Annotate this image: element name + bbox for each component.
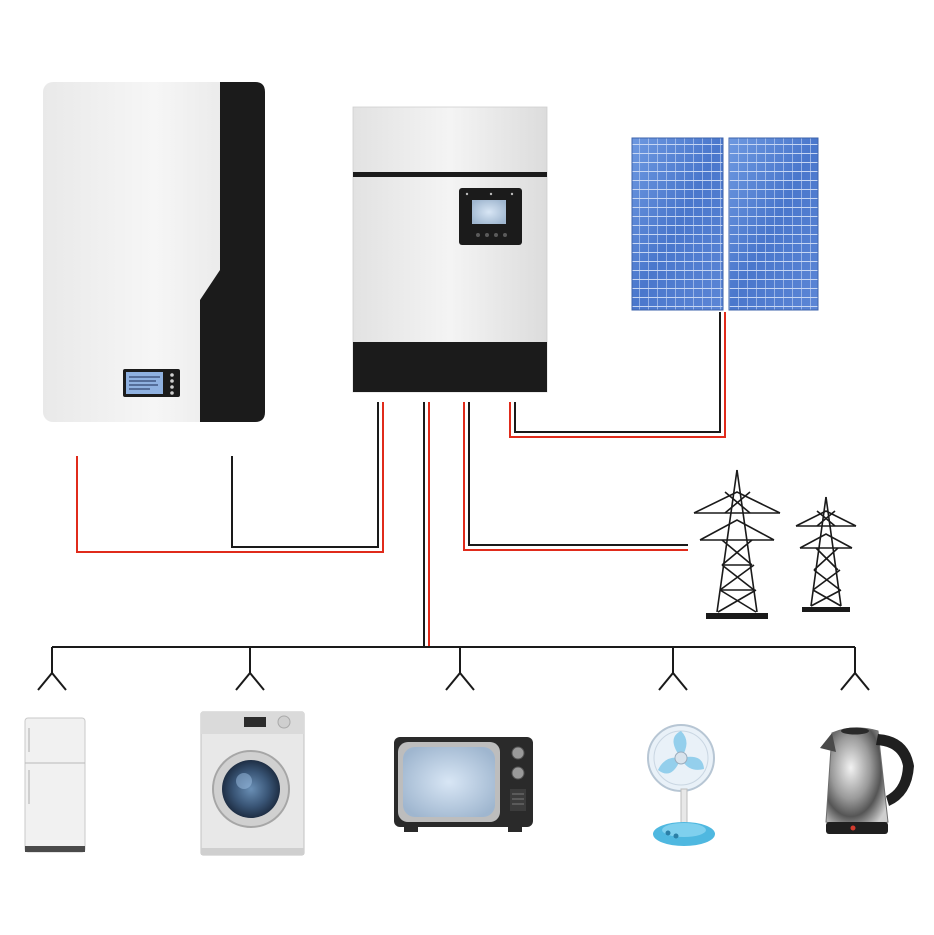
inverter-display bbox=[459, 188, 522, 245]
power-tower-large bbox=[693, 469, 781, 619]
grid-wires bbox=[463, 402, 688, 551]
television-icon bbox=[394, 737, 533, 832]
solar-wires bbox=[509, 312, 726, 438]
electric-kettle-icon bbox=[820, 727, 914, 834]
wall-battery-icon bbox=[43, 82, 265, 422]
power-tower-small bbox=[795, 496, 857, 612]
power-tower-icon bbox=[693, 469, 857, 619]
battery-wires bbox=[76, 402, 384, 553]
load-feed-wires bbox=[423, 402, 430, 647]
battery-display bbox=[123, 369, 180, 397]
washing-machine-icon bbox=[200, 711, 305, 856]
solar-panel-icon bbox=[631, 137, 819, 311]
electric-fan-icon bbox=[647, 724, 715, 846]
refrigerator-icon bbox=[24, 717, 86, 853]
hybrid-inverter-icon bbox=[352, 106, 548, 393]
load-bus bbox=[37, 646, 870, 691]
